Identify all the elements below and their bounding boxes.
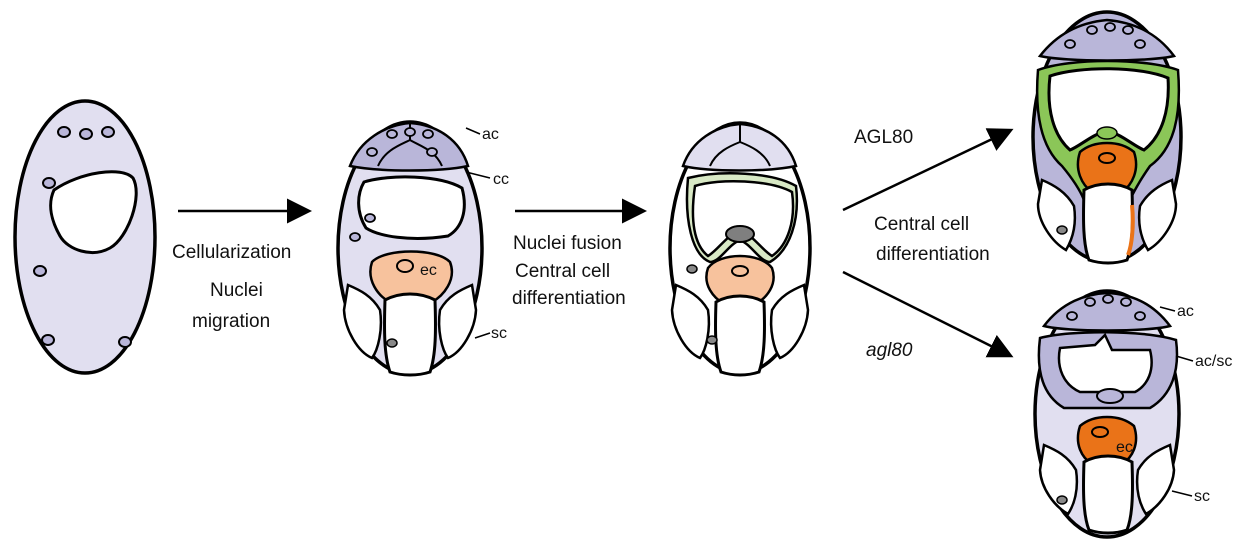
label-ac-sc: ac/sc bbox=[1195, 353, 1232, 370]
label-sc-mutant: sc bbox=[1194, 488, 1210, 505]
wt-label-2: differentiation bbox=[876, 244, 990, 265]
gene-agl80-label: AGL80 bbox=[854, 127, 913, 148]
label-ec: ec bbox=[420, 262, 437, 279]
stage-3-embryo-sac bbox=[670, 123, 810, 375]
wt-label-1: Central cell bbox=[874, 214, 969, 235]
label-ac-mutant: ac bbox=[1177, 303, 1194, 320]
step1-label-2: Nuclei bbox=[210, 280, 263, 301]
label-cc: cc bbox=[493, 171, 509, 188]
step2-label-2: Central cell bbox=[515, 261, 610, 282]
step2-label-3: differentiation bbox=[512, 288, 626, 309]
stage-2-embryo-sac bbox=[338, 122, 482, 375]
stage-mutant-embryo-sac bbox=[1035, 291, 1179, 537]
stage-1-embryo-sac bbox=[15, 101, 155, 373]
stage-wild-type-embryo-sac bbox=[1033, 12, 1181, 263]
label-ec-mutant: ec bbox=[1116, 439, 1133, 456]
step1-label-3: migration bbox=[192, 311, 270, 332]
step2-label-1: Nuclei fusion bbox=[513, 233, 622, 254]
label-ac: ac bbox=[482, 126, 499, 143]
gene-agl80-mutant-label: agl80 bbox=[866, 340, 913, 361]
label-sc: sc bbox=[491, 325, 507, 342]
step1-label-1: Cellularization bbox=[172, 242, 291, 263]
fused-nuclei bbox=[726, 226, 754, 242]
